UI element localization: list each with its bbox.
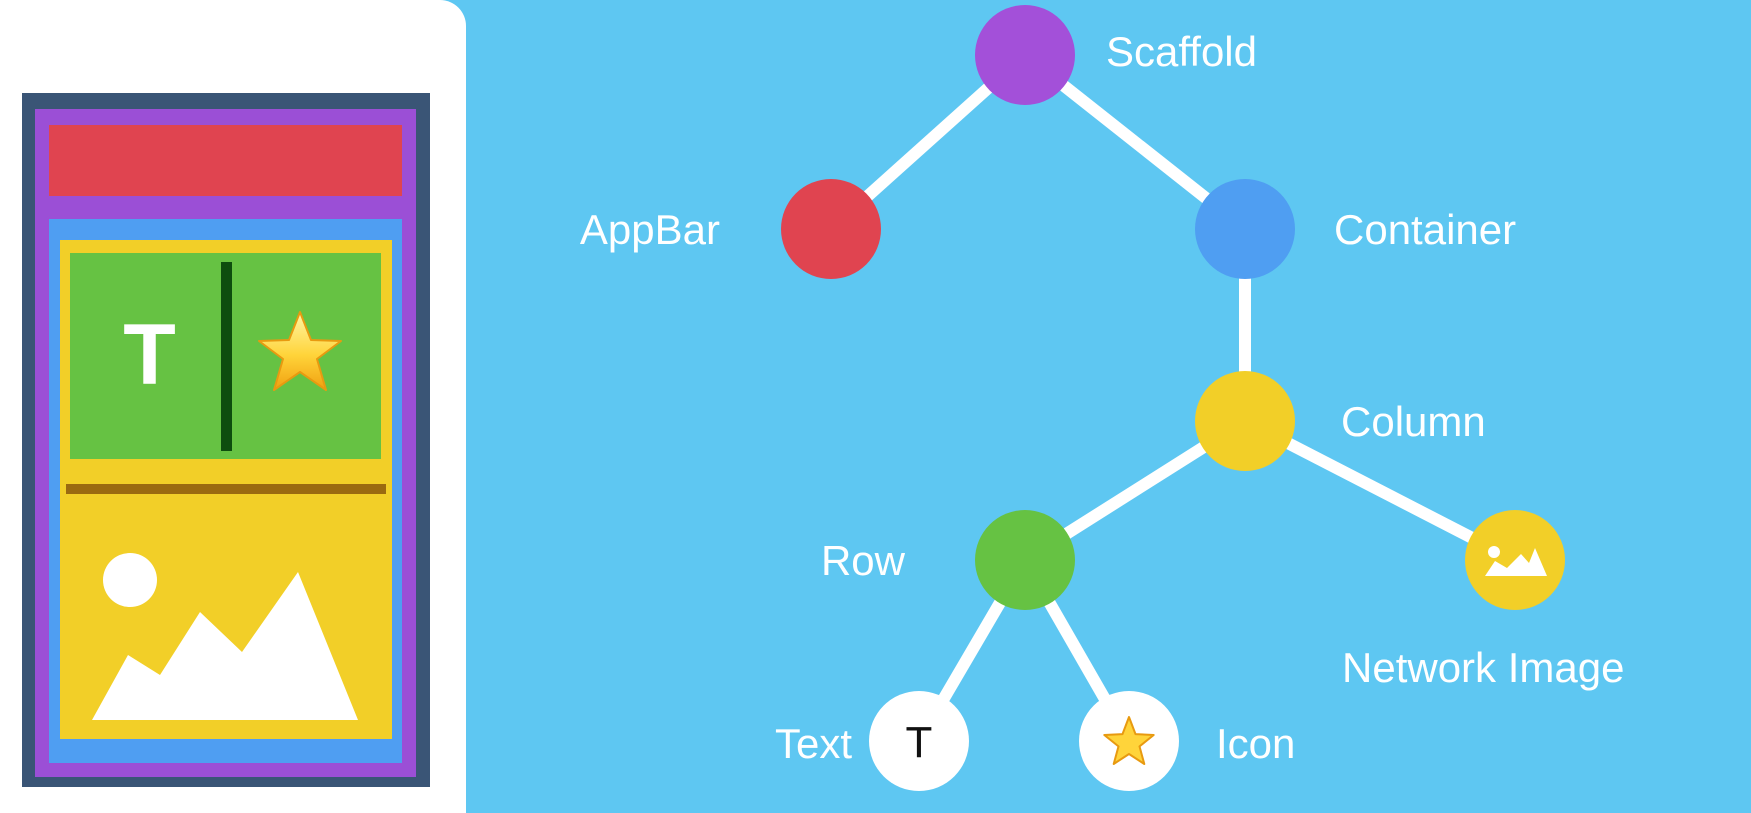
label-container: Container bbox=[1334, 206, 1517, 253]
mountain-image-icon bbox=[1485, 546, 1547, 576]
node-appbar bbox=[781, 179, 881, 279]
label-scaffold: Scaffold bbox=[1106, 28, 1257, 75]
edge-column-network_image bbox=[1242, 415, 1518, 566]
mockup-column-divider bbox=[66, 484, 386, 494]
node-scaffold bbox=[975, 5, 1075, 105]
mountain-image-icon bbox=[92, 553, 358, 720]
star-icon bbox=[258, 311, 342, 391]
label-appbar: AppBar bbox=[579, 206, 720, 253]
star-icon bbox=[1103, 716, 1155, 765]
mockup-appbar bbox=[49, 125, 402, 196]
text-node-glyph: T bbox=[906, 718, 933, 767]
node-container bbox=[1195, 179, 1295, 279]
node-text: T bbox=[869, 691, 969, 791]
label-row: Row bbox=[820, 537, 905, 584]
node-network-image bbox=[1465, 510, 1565, 610]
label-icon: Icon bbox=[1216, 720, 1296, 767]
mockup-text-glyph: T bbox=[123, 307, 176, 403]
label-column: Column bbox=[1341, 398, 1486, 445]
mockup-row-divider bbox=[221, 262, 232, 451]
node-row bbox=[975, 510, 1075, 610]
node-icon bbox=[1079, 691, 1179, 791]
label-network-image: Network Image bbox=[1342, 644, 1625, 691]
label-text: Text bbox=[774, 720, 852, 767]
node-column bbox=[1195, 371, 1295, 471]
